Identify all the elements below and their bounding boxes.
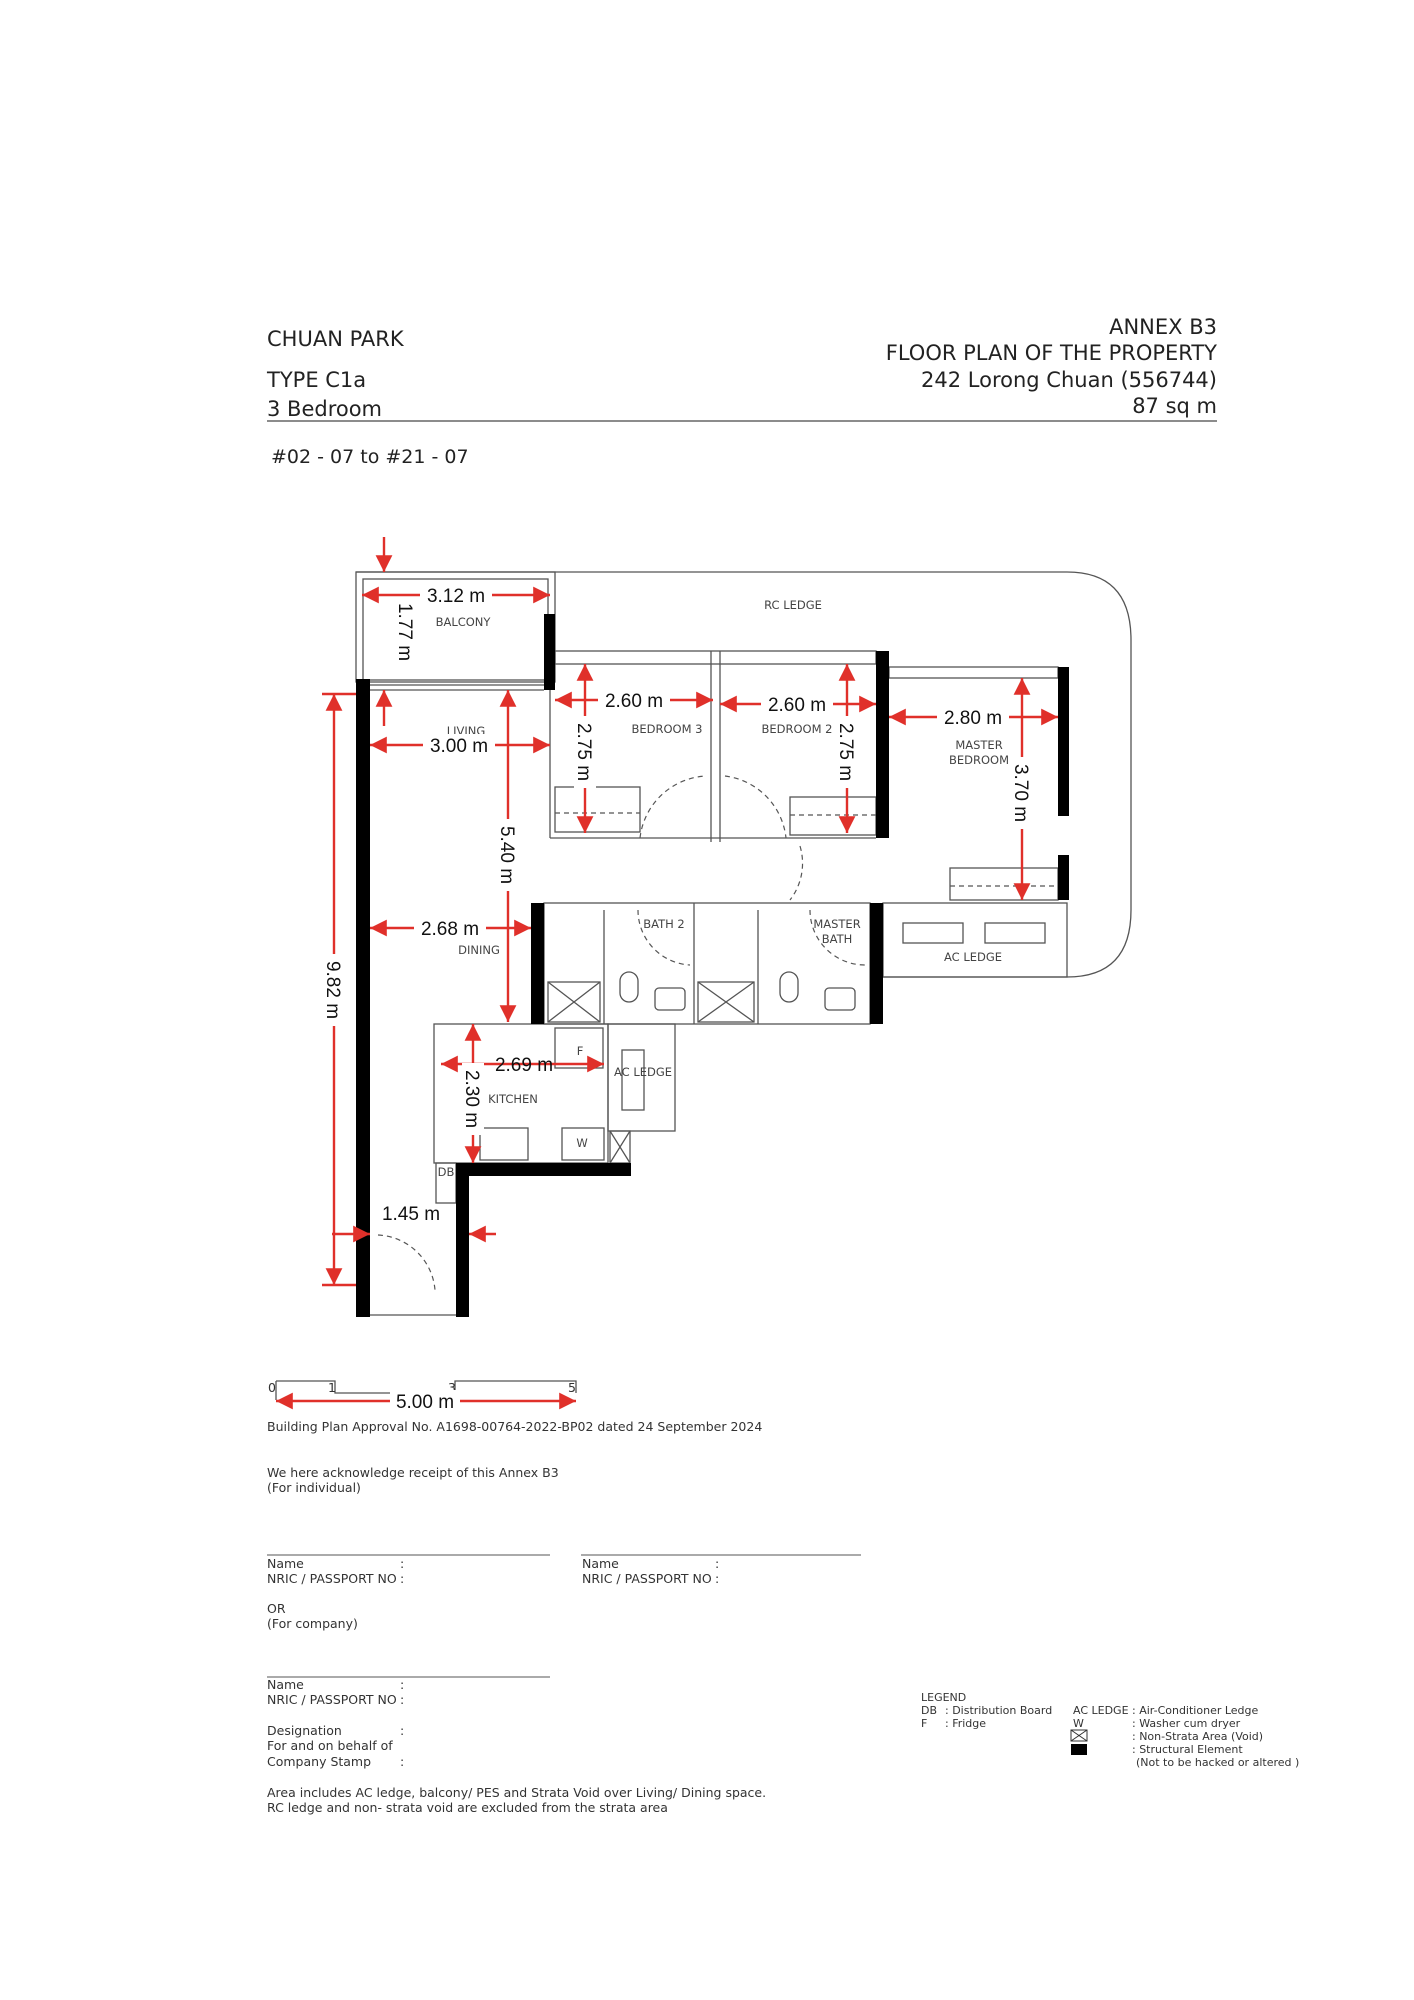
dim-kitchen-depth: 2.30 m [461,1070,482,1128]
svg-text:: Air-Conditioner Ledge: : Air-Conditioner Ledge [1132,1704,1259,1717]
svg-text:Name: Name [582,1556,619,1571]
document-title: FLOOR PLAN OF THE PROPERTY [886,341,1217,365]
dim-kitchen-width: 2.69 m [495,1055,553,1076]
svg-text:3: 3 [448,1380,456,1395]
svg-text:: Washer cum dryer: : Washer cum dryer [1132,1717,1241,1730]
dim-bedroom2-depth: 2.75 m [835,723,856,781]
svg-text:: Non-Strata Area (Void): : Non-Strata Area (Void) [1132,1730,1263,1743]
dim-bedroom3-width: 2.60 m [605,691,663,712]
unit-type: TYPE C1a [266,368,366,392]
plan-drawing [355,571,1132,1317]
svg-text:(Not to be hacked or altered ): (Not to be hacked or altered ) [1136,1756,1299,1769]
svg-text::: : [400,1677,404,1692]
room-kitchen: KITCHEN [488,1092,538,1106]
room-bedroom-2: BEDROOM 2 [762,722,833,736]
structural-wall [356,679,370,1317]
svg-text::: : [400,1571,404,1586]
svg-text:BEDROOM: BEDROOM [949,753,1009,767]
scale-label: 5.00 m [396,1392,454,1413]
dim-balcony-width: 3.12 m [427,586,485,607]
project-name: CHUAN PARK [267,327,405,351]
dim-bedroom2-width: 2.60 m [768,695,826,716]
rc-ledge-outline [356,571,1132,978]
svg-text:Company Stamp: Company Stamp [267,1754,371,1769]
room-ac-ledge: AC LEDGE [944,950,1002,964]
acknowledgement-section: We here acknowledge receipt of this Anne… [267,1465,861,1815]
dim-living-dining-length: 5.40 m [496,826,517,884]
room-rc-ledge: RC LEDGE [764,598,822,612]
dim-master-depth: 3.70 m [1010,764,1031,822]
dimension-lines: 3.12 m 1.77 m 3.00 m 5.40 m 2.60 m 2.75 … [322,537,1058,1287]
area-note: Area includes AC ledge, balcony/ PES and… [267,1785,766,1800]
bedroom-count: 3 Bedroom [267,397,382,421]
svg-text:Name: Name [267,1677,304,1692]
room-bath-2: BATH 2 [643,917,685,931]
svg-text:LEGEND: LEGEND [921,1691,966,1704]
dim-dining-width: 2.68 m [421,919,479,940]
svg-text:BATH: BATH [822,932,853,946]
svg-text:(For individual): (For individual) [267,1480,361,1495]
room-balcony: BALCONY [436,615,492,629]
dim-living-width: 3.00 m [430,736,488,757]
svg-text::: : [715,1556,719,1571]
svg-text:We here acknowledge receipt of: We here acknowledge receipt of this Anne… [267,1465,559,1480]
ac-ledge-outline [882,902,1068,978]
dim-master-width: 2.80 m [944,708,1002,729]
dim-total-length: 9.82 m [322,961,343,1019]
svg-text:For and on behalf of: For and on behalf of [267,1738,393,1753]
svg-text:Designation: Designation [267,1723,342,1738]
svg-text:0: 0 [268,1380,276,1395]
room-ac-ledge-kitchen: AC LEDGE [614,1065,672,1079]
washer-label: W [576,1136,587,1150]
fridge-label: F [577,1044,584,1058]
approval-number: Building Plan Approval No. A1698-00764-2… [267,1419,762,1434]
annex-title: ANNEX B3 [1109,315,1217,339]
unit-area: 87 sq m [1132,394,1217,418]
header: CHUAN PARK TYPE C1a 3 Bedroom ANNEX B3 F… [266,315,1217,468]
svg-text:: Distribution Board: : Distribution Board [945,1704,1052,1717]
area-note: RC ledge and non- strata void are exclud… [267,1800,668,1815]
room-master-bedroom: MASTER [955,738,1002,752]
room-master-bath: MASTER [813,917,860,931]
structural-block-icon [1071,1744,1087,1755]
scale-bar: 0 1 3 5 5.00 m [268,1380,577,1413]
svg-text:(For company): (For company) [267,1616,358,1631]
room-bedroom-3: BEDROOM 3 [632,722,703,736]
svg-text:5: 5 [568,1380,576,1395]
svg-text:NRIC / PASSPORT NO: NRIC / PASSPORT NO [267,1692,397,1707]
svg-text:NRIC / PASSPORT NO: NRIC / PASSPORT NO [582,1571,712,1586]
svg-text::: : [400,1723,404,1738]
room-dining: DINING [458,943,500,957]
svg-text::: : [400,1692,404,1707]
dim-balcony-depth: 1.77 m [394,603,415,661]
svg-text:W: W [1073,1717,1084,1730]
svg-text:NRIC / PASSPORT NO: NRIC / PASSPORT NO [267,1571,397,1586]
svg-text:: Fridge: : Fridge [945,1717,986,1730]
db-label: DB [438,1165,455,1179]
unit-numbers: #02 - 07 to #21 - 07 [271,446,469,468]
void-box-icon [1070,1729,1088,1742]
dim-bedroom3-depth: 2.75 m [573,723,594,781]
room-labels: BALCONY RC LEDGE LIVING BEDROOM 3 BEDROO… [436,598,1009,1179]
svg-text:1: 1 [328,1380,336,1395]
svg-text::: : [400,1754,404,1769]
svg-text:AC LEDGE: AC LEDGE [1073,1704,1129,1717]
svg-text:: Structural Element: : Structural Element [1132,1743,1243,1756]
svg-text::: : [400,1556,404,1571]
svg-text:DB: DB [921,1704,937,1717]
legend: LEGEND DB : Distribution Board F : Fridg… [921,1691,1299,1769]
svg-text:OR: OR [267,1601,286,1616]
dim-entry-width: 1.45 m [382,1204,440,1225]
svg-text:F: F [921,1717,927,1730]
svg-text:Name: Name [267,1556,304,1571]
svg-text::: : [715,1571,719,1586]
address: 242 Lorong Chuan (556744) [921,368,1217,392]
